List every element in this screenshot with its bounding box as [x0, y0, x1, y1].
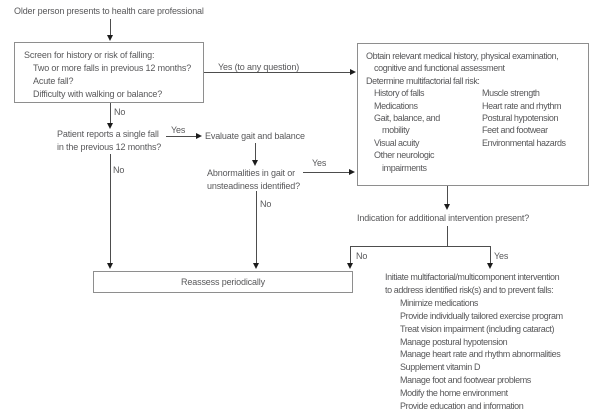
risk-factor: Muscle strength [482, 88, 540, 99]
label-no-indication: No [356, 251, 368, 261]
indication-node: Indication for additional intervention p… [357, 213, 530, 223]
risk-factor-columns: History of falls Medications Gait, balan… [374, 87, 588, 174]
arrowhead-down-icon [347, 263, 353, 269]
connector-screen-singlefall [110, 103, 111, 124]
connector-indication-stem [447, 226, 448, 247]
connector-evaluate-abnormalities [255, 143, 256, 161]
risk-factor: Medications [374, 100, 418, 111]
arrowhead-right-icon [350, 69, 356, 75]
intervention-item: Manage postural hypotension [400, 336, 508, 347]
label-yes-single-fall: Yes [171, 125, 186, 135]
connector-indication-yes [490, 246, 491, 264]
intervention-item: Manage heart rate and rhythm abnormaliti… [400, 349, 561, 360]
arrowhead-down-icon [107, 263, 113, 269]
arrowhead-down-icon [107, 35, 113, 41]
intervention-node: Initiate multifactorial/multicomponent i… [385, 271, 563, 413]
intervention-item: Supplement vitamin D [400, 362, 481, 373]
arrowhead-right-icon [196, 133, 202, 139]
connector-indication-branch [350, 246, 491, 247]
assessment-line: cognitive and functional assessment [374, 63, 505, 74]
intervention-item: Provide education and information [400, 401, 524, 412]
screen-box-item: Two or more falls in previous 12 months? [33, 63, 192, 73]
arrowhead-down-icon [487, 263, 493, 269]
screen-box: Screen for history or risk of falling: T… [14, 42, 204, 103]
arrowhead-down-icon [444, 204, 450, 210]
intervention-item: Provide individually tailored exercise p… [400, 310, 563, 321]
single-fall-node: Patient reports a single fall in the pre… [57, 128, 161, 154]
arrowhead-down-icon [107, 123, 113, 129]
risk-factor-continuation: mobility [382, 125, 410, 136]
connector-singlefall-reassess [110, 154, 111, 264]
intervention-line: to address identified risk(s) and to pre… [385, 284, 554, 295]
screen-box-title: Screen for history or risk of falling: [24, 50, 155, 60]
risk-factor: Postural hypotension [482, 113, 559, 124]
risk-factor: Heart rate and rhythm [482, 100, 562, 111]
assessment-line: Determine multifactorial fall risk: [366, 75, 480, 86]
risk-factor: Gait, balance, and [374, 113, 440, 124]
single-fall-line: in the previous 12 months? [57, 142, 162, 152]
connector-indication-no [350, 246, 351, 264]
connector-abnormalities-assessment [303, 172, 350, 173]
connector-abnormalities-reassess [256, 191, 257, 264]
abnormalities-node: Abnormalities in gait or unsteadiness id… [207, 167, 300, 193]
evaluate-node: Evaluate gait and balance [205, 131, 305, 141]
arrowhead-down-icon [252, 160, 258, 166]
connector-singlefall-evaluate [166, 136, 197, 137]
abnormalities-line: unsteadiness identified? [207, 181, 300, 191]
risk-factor-column-left: History of falls Medications Gait, balan… [374, 87, 482, 174]
single-fall-line: Patient reports a single fall [57, 129, 159, 139]
risk-factor: History of falls [374, 88, 425, 99]
risk-factor: Environmental hazards [482, 137, 566, 148]
risk-factor-column-right: Muscle strength Heart rate and rhythm Po… [482, 87, 566, 174]
risk-factor-continuation: impairments [382, 162, 427, 173]
assessment-line: Obtain relevant medical history, physica… [366, 51, 559, 61]
connector-assessment-indication [447, 186, 448, 205]
intervention-item: Manage foot and footwear problems [400, 375, 531, 386]
reassess-box: Reassess periodically [93, 271, 353, 293]
start-node-label: Older person presents to health care pro… [14, 6, 204, 16]
label-no-single-fall: No [113, 165, 125, 175]
label-yes-abnormalities: Yes [312, 158, 327, 168]
intervention-item: Modify the home environment [400, 388, 508, 399]
arrowhead-right-icon [349, 169, 355, 175]
intervention-item: Minimize medications [400, 297, 479, 308]
label-yes-indication: Yes [494, 251, 509, 261]
label-no-abnormalities: No [260, 199, 272, 209]
connector-start-screen [110, 19, 111, 36]
arrowhead-down-icon [253, 263, 259, 269]
intervention-line: Initiate multifactorial/multicomponent i… [385, 272, 560, 282]
connector-screen-assessment [204, 72, 350, 73]
screen-box-item: Difficulty with walking or balance? [33, 89, 163, 99]
intervention-item: Treat vision impairment (including catar… [400, 323, 555, 334]
risk-factor: Other neurologic [374, 150, 435, 161]
label-yes-any-question: Yes (to any question) [218, 62, 300, 72]
assessment-box: Obtain relevant medical history, physica… [357, 43, 589, 186]
screen-box-item: Acute fall? [33, 76, 74, 86]
risk-factor: Feet and footwear [482, 125, 548, 136]
label-no-screen: No [114, 107, 126, 117]
abnormalities-line: Abnormalities in gait or [207, 168, 295, 178]
risk-factor: Visual acuity [374, 137, 420, 148]
